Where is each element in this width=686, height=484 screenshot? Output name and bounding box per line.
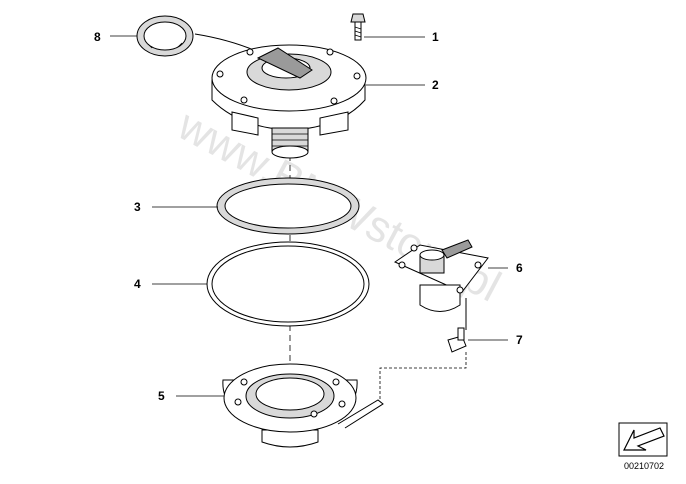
callout-4: 4 <box>134 277 141 291</box>
part-small-ring <box>136 15 194 57</box>
part-gasket <box>216 177 360 235</box>
callout-5: 5 <box>158 389 165 403</box>
callout-7: 7 <box>516 333 523 347</box>
callout-1: 1 <box>432 30 439 44</box>
part-o-ring <box>206 241 370 327</box>
arrow-box-icon <box>623 427 665 451</box>
part-screw <box>350 13 366 41</box>
reference-number: 00210702 <box>624 461 664 471</box>
callout-3: 3 <box>134 200 141 214</box>
part-tank-flange <box>222 363 384 448</box>
connection-line <box>379 352 467 400</box>
reference-box: 00210702 <box>618 422 668 471</box>
callout-6: 6 <box>516 261 523 275</box>
part-filler-neck <box>211 44 367 159</box>
part-clip <box>447 327 467 353</box>
part-vent-valve <box>393 239 489 330</box>
callout-8: 8 <box>94 30 101 44</box>
callout-2: 2 <box>432 78 439 92</box>
